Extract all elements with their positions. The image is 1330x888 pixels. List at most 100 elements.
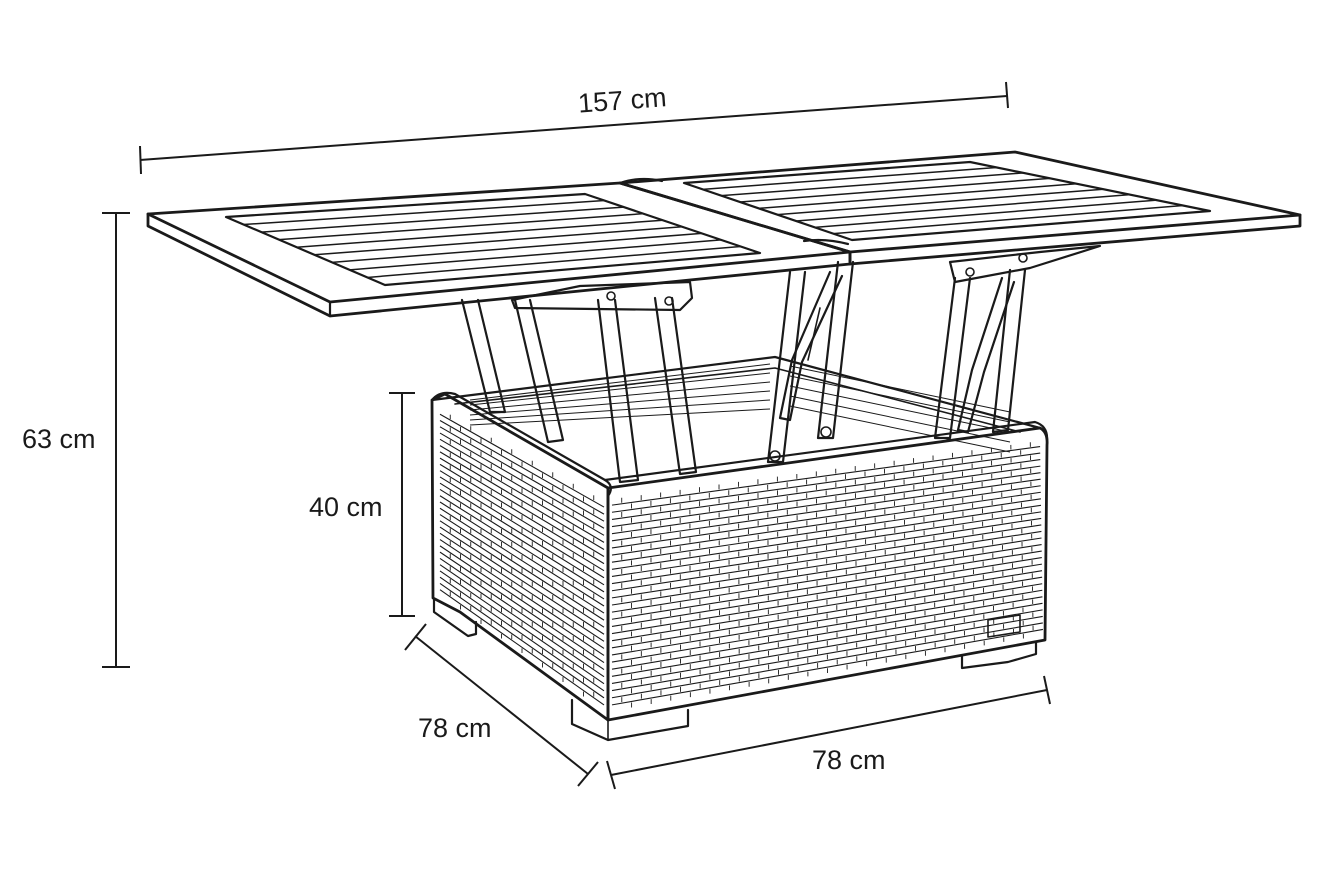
drawing-stroke [611,602,1043,677]
drawing-stroke [349,239,722,271]
drawing-stroke [314,226,683,256]
drawing-stroke [611,465,1041,528]
dimension-height-top: 63 cm [22,212,130,668]
drawing-stroke [261,206,624,233]
drawing-stroke [611,472,1041,535]
drawing-stroke [611,563,1042,635]
drawing-stroke [611,576,1043,649]
dimension-depth: 78 cm [404,623,599,787]
drawing-stroke [439,501,605,607]
drawing-stroke [439,539,605,649]
drawing-stroke [439,476,605,579]
dimension-height-base: 40 cm [309,392,415,617]
dim-label-height-top: 63 cm [22,424,96,454]
drawing-stroke [789,405,1011,453]
drawing-stroke [611,530,1042,599]
drawing-stroke [789,385,1011,433]
dimension-width-base: 78 cm [606,675,1051,790]
drawing-stroke [331,232,702,264]
drawing-stroke [611,615,1043,692]
drawing-stroke [611,511,1042,578]
wicker-base [430,355,1049,742]
drawing-stroke [469,390,771,416]
drawing-stroke [439,564,605,678]
drawing-stroke [611,524,1042,592]
drawing-stroke [702,166,997,191]
drawing-stroke [439,445,605,543]
drawing-stroke [833,204,1184,235]
drawing-stroke [439,463,605,565]
drawing-stroke [611,504,1042,570]
drawing-stroke [278,212,644,241]
slats-right [702,166,1184,235]
drawing-stroke [439,557,605,671]
drawing-stroke [611,498,1041,563]
drawing-stroke [469,381,771,411]
wicker-back-weave [469,363,1011,453]
drawing-stroke [611,596,1043,670]
drawing-stroke [439,576,605,692]
drawing-stroke [439,438,605,536]
dim-label-height-base: 40 cm [309,492,383,522]
drawing-stroke [611,570,1043,642]
drawing-stroke [367,245,741,279]
drawing-stroke [611,550,1042,620]
drawing-stroke [439,470,605,572]
drawing-stroke [439,507,605,614]
drawing-stroke [439,545,605,656]
drawing-stroke [439,420,605,515]
drawing-stroke [439,413,605,508]
drawing-stroke [611,628,1043,706]
drawing-stroke [611,459,1041,520]
slats-left [243,199,741,279]
drawing-stroke [439,432,605,529]
foot-left [432,598,478,638]
drawing-stroke [439,495,605,600]
dim-label-width-base: 78 cm [812,745,886,775]
drawing-stroke [439,520,605,628]
drawing-stroke [439,482,605,586]
drawing-stroke [795,193,1131,222]
lift-mechanism [460,244,1102,484]
drawing-stroke [439,514,605,621]
drawing-stroke [439,489,605,593]
drawing-stroke [611,622,1043,699]
drawing-stroke [789,365,1011,413]
drawing-stroke [439,526,605,635]
drawing-stroke [611,445,1041,506]
dim-label-width-total: 157 cm [577,82,668,118]
table-top-right [618,150,1302,266]
drawing-stroke [469,363,771,401]
drawing-stroke [611,478,1041,542]
drawing-stroke [739,177,1051,203]
drawing-stroke [721,172,1024,197]
drawing-stroke [611,543,1042,613]
drawing-stroke [439,532,605,642]
wicker-weave-right [611,442,1043,708]
drawing-stroke [439,583,605,699]
drawing-stroke [469,399,771,421]
drawing-stroke [611,583,1043,656]
drawing-stroke [439,589,605,706]
drawing-stroke [758,183,1077,210]
drawing-stroke [611,485,1041,549]
drawing-stroke [611,517,1042,585]
drawing-stroke [611,452,1041,513]
drawing-stroke [243,199,605,226]
drawing-stroke [439,457,605,558]
drawing-stroke [469,372,771,406]
drawing-stroke [789,395,1011,443]
drawing-stroke [469,408,771,426]
drawing-stroke [611,491,1041,556]
drawing-stroke [611,537,1042,606]
dim-label-depth: 78 cm [418,713,492,743]
drawing-stroke [439,451,605,550]
dimension-width-total: 157 cm [139,81,1009,175]
label-plate [987,614,1021,638]
foot-right [960,640,1038,670]
drawing-stroke [611,589,1043,663]
drawing-stroke [439,426,605,522]
drawing-stroke [611,609,1043,685]
drawing-stroke [814,199,1157,229]
